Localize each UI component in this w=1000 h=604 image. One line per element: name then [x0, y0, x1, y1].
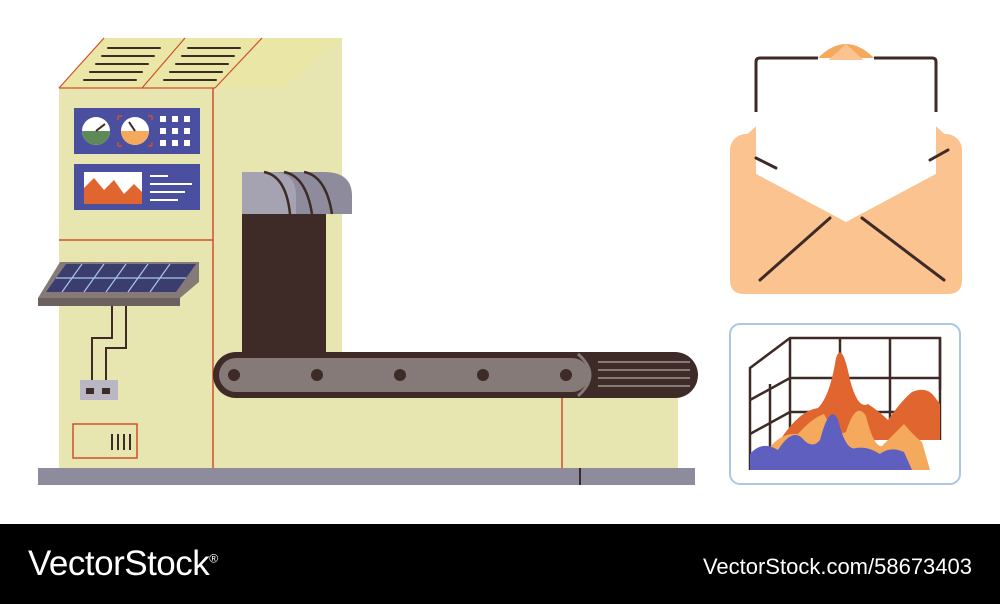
- open-envelope-icon: [730, 44, 962, 294]
- vent-door: [72, 423, 138, 459]
- illustration: [38, 37, 962, 485]
- stock-id-text: VectorStock.com/58673403: [702, 554, 972, 579]
- footer-bar: VectorStock® VectorStock.com/58673403: [0, 524, 1000, 604]
- brand-registered-mark: ®: [209, 551, 218, 566]
- gauge-panel: [74, 108, 200, 154]
- conveyor-belt: [213, 352, 698, 398]
- brand-logo: VectorStock®: [28, 544, 218, 584]
- top-vents: [83, 47, 241, 81]
- screen-panel: [74, 164, 200, 210]
- conveyor-tunnel: [242, 170, 352, 357]
- chart-area-blue: [750, 414, 912, 470]
- chart-card-icon: [729, 323, 961, 485]
- power-plug: [80, 380, 118, 400]
- cables: [91, 306, 127, 388]
- conveyor-machine-icon: [38, 37, 698, 485]
- brand-text: VectorStock: [28, 544, 210, 583]
- machine-base: [38, 468, 695, 485]
- keyboard-panel: [38, 262, 199, 306]
